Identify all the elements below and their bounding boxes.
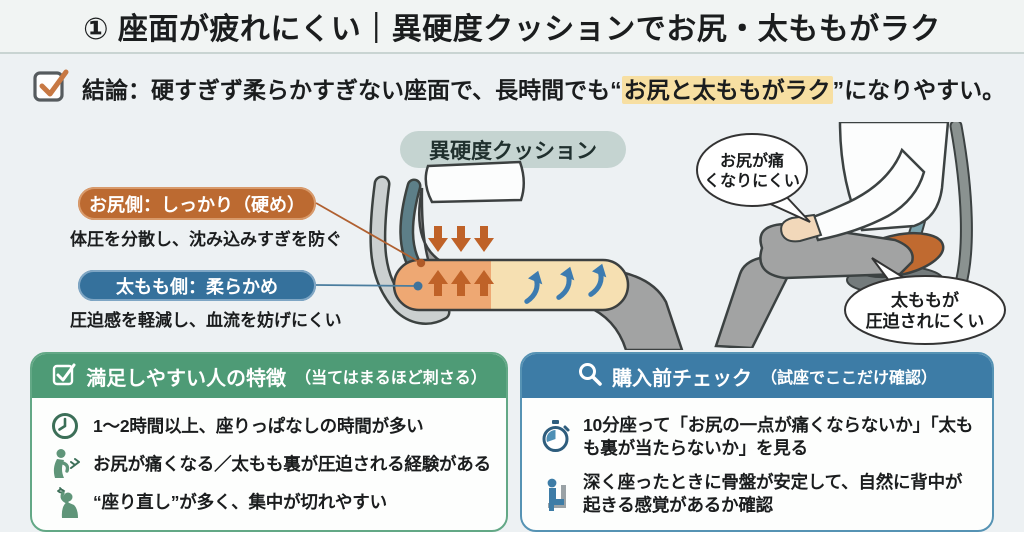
seated-person-icon (538, 477, 572, 511)
soft-flow-arrows (524, 263, 607, 304)
back-pain-icon (48, 448, 82, 480)
precheck-panel: 購入前チェック （試座でここだけ確認） 10分座って「お尻の一点が痛くならないか… (520, 352, 994, 532)
conclusion-text: 結論：硬すぎず柔らかすぎない座面で、長時間でも“お尻と太ももがラク”になりやすい… (82, 75, 1006, 104)
svg-text:圧迫されにくい: 圧迫されにくい (866, 311, 985, 331)
pressure-down-arrows (428, 226, 494, 252)
cushion-firm-zone (394, 260, 491, 310)
magnifier-icon (577, 361, 603, 392)
precheck-title: 購入前チェック (611, 367, 752, 390)
fidget-icon (48, 486, 82, 519)
features-note: （当てはまるほど刺さる） (295, 370, 487, 387)
precheck-list: 10分座って「お尻の一点が痛くならないか」「太もも裏が当たらないか」を見る 深く… (522, 398, 992, 530)
seated-person-illustration: お尻が痛 くなりにくい 太ももが 圧迫されにくい (696, 122, 1006, 348)
title-bar: ① 座面が疲れにくい｜異硬度クッションでお尻・太ももがラク (0, 0, 1024, 52)
conclusion-banner: 結論：硬すぎず柔らかすぎない座面で、長時間でも“お尻と太ももがラク”になりやすい… (32, 66, 1005, 109)
cushion-tag: 異硬度クッション (400, 131, 626, 168)
list-item: 1～2時間以上、座りっぱなしの時間が多い (48, 411, 492, 441)
stopwatch-icon (538, 419, 572, 454)
clock-icon (48, 411, 82, 441)
thigh-connector-line (315, 284, 419, 287)
thigh-desc: 圧迫感を軽減し、血流を妨げにくい (70, 311, 342, 330)
list-item: お尻が痛くなる／太もも裏が圧迫される経験がある (48, 448, 492, 480)
cushion-cross-section-illustration (315, 160, 684, 350)
svg-text:くなりにくい: くなりにくい (704, 172, 800, 190)
features-panel-header: 満足しやすい人の特徴 （当てはまるほど刺さる） (32, 354, 506, 398)
hip-bubble: お尻が痛 くなりにくい (696, 133, 811, 223)
support-up-arrows (428, 270, 494, 296)
hand (780, 213, 823, 243)
precheck-note: （試座でここだけ確認） (760, 370, 937, 387)
svg-text:太ももが: 太ももが (891, 290, 959, 310)
page-title: ① 座面が疲れにくい｜異硬度クッションでお尻・太ももがラク (83, 13, 941, 46)
list-item: 10分座って「お尻の一点が痛くならないか」「太もも裏が当たらないか」を見る (538, 414, 978, 459)
backrest-band (371, 178, 448, 323)
checkbox-icon (51, 361, 77, 392)
checkbox-icon (32, 66, 70, 109)
header-divider (0, 52, 1024, 54)
hip-desc: 体圧を分散し、沈み込みすぎを防ぐ (70, 230, 342, 249)
shirt-shape (424, 160, 525, 204)
precheck-panel-header: 購入前チェック （試座でここだけ確認） (522, 354, 992, 398)
conclusion-highlight: お尻と太ももがラク (621, 75, 833, 104)
list-item: “座り直し”が多く、集中が切れやすい (48, 486, 492, 519)
features-panel: 満足しやすい人の特徴 （当てはまるほど刺さる） 1～2時間以上、座りっぱなしの時… (30, 352, 508, 532)
bottom-margin (0, 532, 1024, 538)
features-list: 1～2時間以上、座りっぱなしの時間が多い お尻が痛くなる／太もも裏が圧迫される経… (32, 398, 506, 530)
hip-label-pill: お尻側：しっかり（硬め） (78, 187, 316, 220)
lower-leg (714, 256, 790, 348)
hip-connector-line (315, 202, 422, 264)
features-title: 満足しやすい人の特徴 (86, 367, 287, 390)
thigh-bubble: 太ももが 圧迫されにくい (844, 257, 1006, 345)
list-item: 深く座ったときに骨盤が安定して、自然に背中が起きる感覚があるか確認 (538, 471, 978, 516)
svg-text:お尻が痛: お尻が痛 (720, 151, 784, 170)
thigh-label-pill: 太もも側：柔らかめ (78, 270, 316, 301)
